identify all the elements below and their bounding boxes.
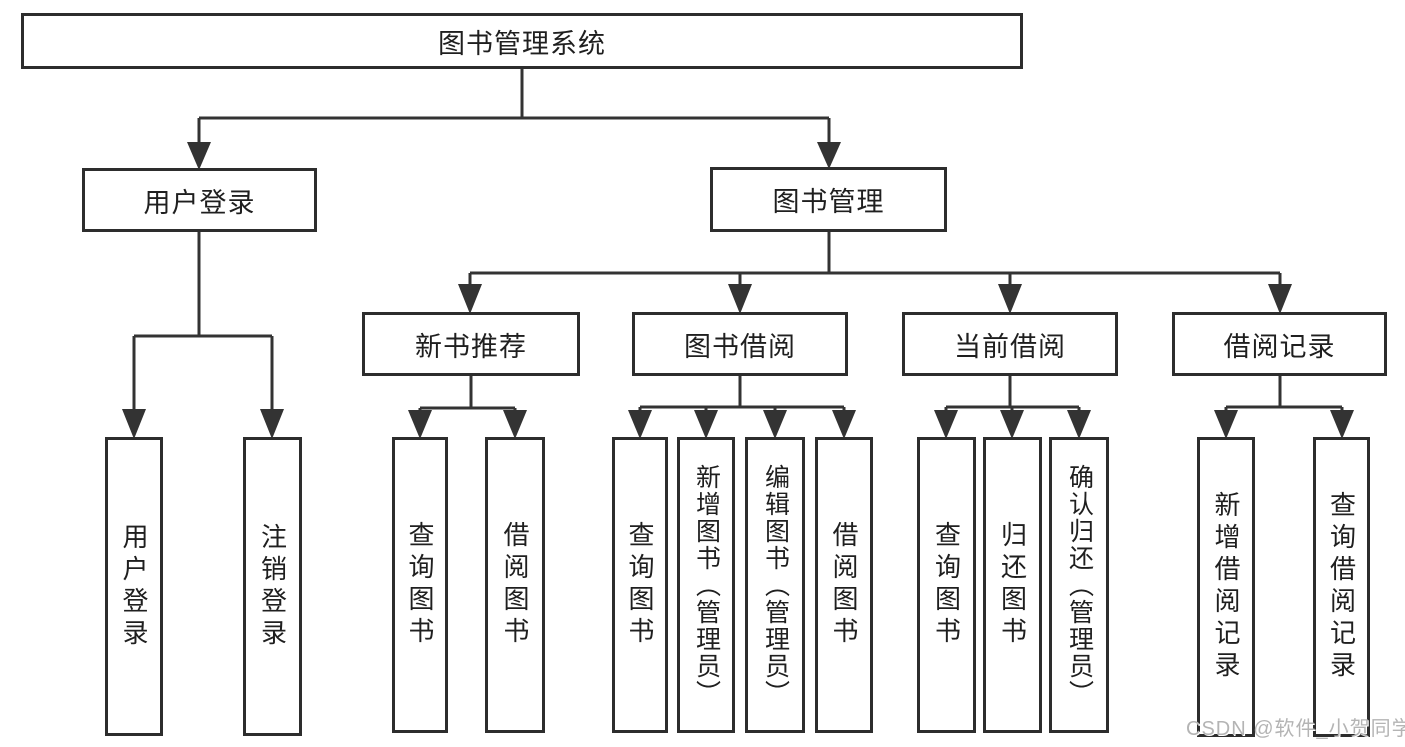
node-user-login-leaf: 用户登录 (105, 437, 163, 736)
node-user-login: 用户登录 (82, 168, 317, 232)
node-borrowing-records: 借阅记录 (1172, 312, 1387, 376)
node-query-books-borrowing: 查询图书 (612, 437, 668, 733)
csdn-watermark: CSDN @软件_小贺同学 (1186, 718, 1405, 740)
node-add-borrow-record: 新增借阅记录 (1197, 437, 1255, 737)
node-new-book-recommend: 新书推荐 (362, 312, 580, 376)
arrowheads (122, 142, 1354, 439)
node-borrow-books-recommend: 借阅图书 (485, 437, 545, 733)
node-return-books: 归还图书 (983, 437, 1042, 733)
node-confirm-return-admin: 确认归还（管理员） (1049, 437, 1109, 733)
node-current-borrowing: 当前借阅 (902, 312, 1118, 376)
node-query-books-current: 查询图书 (917, 437, 976, 733)
node-book-borrowing: 图书借阅 (632, 312, 848, 376)
node-edit-book-admin: 编辑图书（管理员） (745, 437, 805, 733)
node-query-books-recommend: 查询图书 (392, 437, 448, 733)
node-library-management-system: 图书管理系统 (21, 13, 1023, 69)
node-add-book-admin: 新增图书（管理员） (677, 437, 735, 733)
node-borrow-books-leaf: 借阅图书 (815, 437, 873, 733)
node-query-borrow-record: 查询借阅记录 (1313, 437, 1370, 737)
node-logout-leaf: 注销登录 (243, 437, 302, 736)
node-book-management: 图书管理 (710, 167, 947, 232)
